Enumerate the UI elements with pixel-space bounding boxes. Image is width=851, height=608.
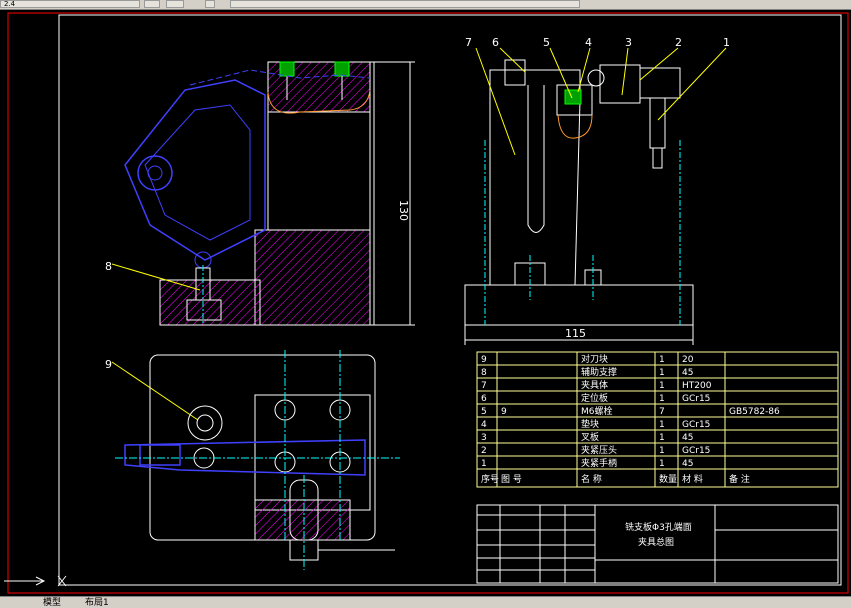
toolbar-button-c[interactable] xyxy=(205,0,215,8)
toolbar-field[interactable]: 2.4 xyxy=(0,0,140,8)
toolbar-button-b[interactable] xyxy=(166,0,184,8)
bom-cell-material: GCr15 xyxy=(682,420,710,430)
bom-cell-name: 定位板 xyxy=(581,392,608,404)
title-block: 铣支板Φ3孔端面 夹具总图 xyxy=(476,504,839,584)
bom-cell-no: 3 xyxy=(481,433,487,443)
bom-cell-name: 夹紧手柄 xyxy=(581,457,617,469)
bom-cell-no: 6 xyxy=(481,394,487,404)
layer-dropdown[interactable] xyxy=(230,0,580,8)
balloon-1: 1 xyxy=(723,36,730,49)
drawing-frame xyxy=(58,14,842,586)
dimension-width: 115 xyxy=(565,327,586,340)
bom-header-code: 图 号 xyxy=(501,474,522,485)
balloon-3: 3 xyxy=(625,36,632,49)
bom-cell-material: 20 xyxy=(682,355,694,365)
bom-cell-material: 45 xyxy=(682,368,693,378)
bom-cell-material: 45 xyxy=(682,459,693,469)
bom-cell-qty: 1 xyxy=(659,420,665,430)
drawing-canvas[interactable]: 130 115 7 6 5 xyxy=(0,10,851,596)
ucs-icon xyxy=(4,575,67,587)
bom-cell-material: GCr15 xyxy=(682,394,710,404)
status-bar: 模型 布局1 xyxy=(0,596,851,608)
bom-cell-qty: 7 xyxy=(659,407,665,417)
bom-cell-name: 叉板 xyxy=(581,431,599,443)
bom-cell-name: 夹具体 xyxy=(581,379,608,391)
bom-cell-material: 45 xyxy=(682,433,693,443)
bom-cell-name: M6螺栓 xyxy=(581,405,613,417)
drawing-svg: 130 115 7 6 5 xyxy=(4,12,849,594)
balloon-6: 6 xyxy=(492,36,499,49)
balloon-4: 4 xyxy=(585,36,592,49)
bom-cell-qty: 1 xyxy=(659,394,665,404)
front-view: 130 xyxy=(124,61,415,326)
bom-cell-name: 对刀块 xyxy=(581,353,608,365)
bom-cell-no: 8 xyxy=(481,368,487,378)
balloon-7: 7 xyxy=(465,36,472,49)
balloon-9: 9 xyxy=(105,358,112,371)
bom-cell-qty: 1 xyxy=(659,446,665,456)
bom-cell-material: HT200 xyxy=(682,381,712,391)
top-view xyxy=(115,350,400,570)
dimension-height: 130 xyxy=(397,200,410,221)
tab-layout1[interactable]: 布局1 xyxy=(85,598,109,608)
bom-cell-no: 7 xyxy=(481,381,487,391)
bom-cell-qty: 1 xyxy=(659,433,665,443)
bom-cell-name: 辅助支撑 xyxy=(581,366,617,378)
toolbar: 2.4 xyxy=(0,0,851,10)
title-line-2: 夹具总图 xyxy=(638,536,674,548)
bom-cell-code: 9 xyxy=(501,407,507,417)
bom-cell-qty: 1 xyxy=(659,355,665,365)
bom-cell-no: 9 xyxy=(481,355,487,365)
side-view: 115 xyxy=(464,47,727,345)
bom-cell-no: 2 xyxy=(481,446,487,456)
bom-header-remark: 备 注 xyxy=(729,473,750,485)
bom-cell-no: 5 xyxy=(481,407,487,417)
outer-border xyxy=(7,12,849,594)
bom-cell-material: GCr15 xyxy=(682,446,710,456)
bom-header-material: 材 料 xyxy=(682,473,703,485)
bom-header-qty: 数量 xyxy=(659,473,677,485)
bom-cell-qty: 1 xyxy=(659,368,665,378)
balloon-2: 2 xyxy=(675,36,682,49)
balloon-8: 8 xyxy=(105,260,112,273)
bom-cell-remark: GB5782-86 xyxy=(729,407,780,417)
bom-cell-name: 垫块 xyxy=(581,418,599,430)
bom-header-no: 序号 xyxy=(481,473,499,485)
balloon-labels: 7 6 5 4 3 2 1 8 9 xyxy=(105,36,730,421)
title-line-1: 铣支板Φ3孔端面 xyxy=(625,521,692,533)
balloon-5: 5 xyxy=(543,36,550,49)
toolbar-button-a[interactable] xyxy=(144,0,160,8)
bom-cell-qty: 1 xyxy=(659,459,665,469)
bom-header-name: 名 称 xyxy=(581,473,602,485)
toolbar-field-value: 2.4 xyxy=(4,0,16,8)
bom-cell-qty: 1 xyxy=(659,381,665,391)
bom-cell-name: 夹紧压头 xyxy=(581,444,617,456)
tab-model[interactable]: 模型 xyxy=(43,598,62,608)
bom-cell-no: 4 xyxy=(481,420,487,430)
bom-cell-no: 1 xyxy=(481,459,487,469)
